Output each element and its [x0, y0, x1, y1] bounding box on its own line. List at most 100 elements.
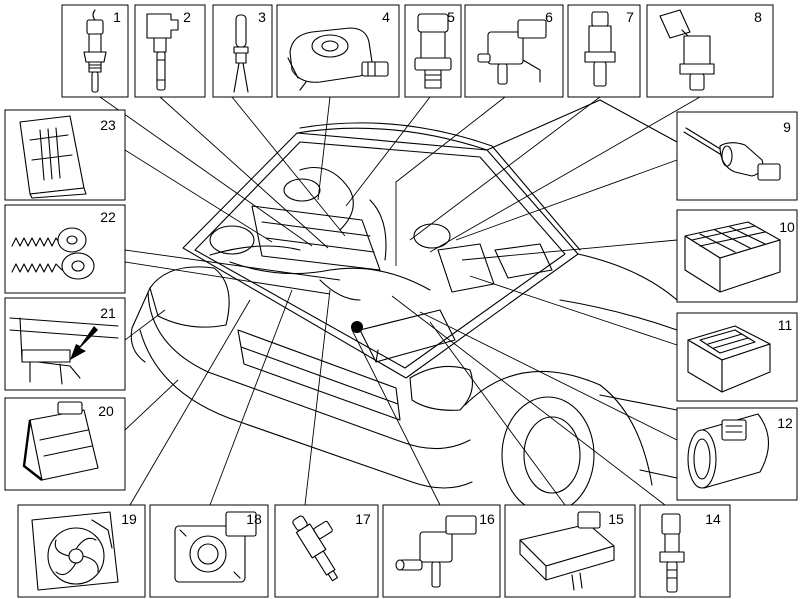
callout-box-8: 8 — [646, 4, 774, 98]
left-strut-tower — [209, 225, 255, 255]
intake-hoses — [299, 166, 387, 301]
callout-box-19: 19 — [17, 504, 146, 598]
callout-box-16: 16 — [382, 504, 501, 598]
battery — [437, 243, 495, 293]
callout-number-22: 22 — [100, 209, 116, 225]
leader-line-23 — [124, 149, 273, 243]
angled-sensor-icon — [659, 9, 715, 91]
engine-bay-inner-edge — [194, 141, 566, 369]
callout-number-3: 3 — [258, 9, 266, 25]
throttle-body-icon — [174, 511, 257, 583]
fuse-box-icon — [687, 325, 771, 393]
callout-number-15: 15 — [608, 511, 624, 527]
leader-line-20 — [124, 379, 179, 431]
leader-line-8 — [429, 96, 701, 253]
knock-sensor-icon — [11, 227, 87, 253]
callout-box-18: 18 — [149, 504, 269, 598]
callout-number-5: 5 — [447, 9, 455, 25]
callout-box-15: 15 — [504, 504, 636, 598]
leader-lines — [99, 96, 701, 506]
callout-box-21: 21 — [4, 297, 126, 391]
leader-line-14 — [391, 295, 666, 506]
temperature-sensor-icon — [83, 9, 107, 93]
callout-frame — [4, 297, 126, 391]
absolute-pressure-sensor-icon — [519, 511, 615, 591]
wiring-harness — [209, 245, 431, 291]
callout-number-20: 20 — [98, 403, 114, 419]
callout-number-10: 10 — [779, 219, 795, 235]
leader-line-1 — [99, 96, 313, 247]
sensor-leads-icon — [233, 14, 249, 93]
sender-unit-icon — [584, 11, 616, 87]
callout-number-11: 11 — [778, 317, 793, 333]
engine-detail-dark — [351, 321, 363, 333]
wheel-arch — [464, 370, 653, 486]
leader-line-11 — [469, 275, 678, 346]
callout-number-23: 23 — [100, 117, 116, 133]
callout-box-1: 1 — [61, 4, 129, 98]
leader-line-6 — [395, 96, 506, 266]
engine-control-unit-icon — [19, 115, 87, 199]
mounting-detail-icon — [9, 317, 119, 385]
callout-number-4: 4 — [382, 9, 390, 25]
leader-line-2 — [159, 96, 329, 249]
leader-line-15 — [429, 321, 566, 506]
engine-bay-outline — [182, 132, 579, 379]
callout-box-10: 10 — [676, 209, 798, 303]
callout-number-7: 7 — [626, 9, 634, 25]
callout-number-1: 1 — [113, 9, 121, 25]
callout-number-6: 6 — [545, 9, 553, 25]
leader-line-21 — [124, 309, 166, 341]
pressure-sensor-icon — [414, 13, 452, 89]
leader-line-18 — [209, 289, 293, 506]
right-strut-tower — [413, 223, 451, 249]
arrow-icon — [70, 326, 98, 360]
callout-box-2: 2 — [134, 4, 206, 98]
callout-box-5: 5 — [404, 4, 462, 98]
callout-box-22: 22 — [4, 204, 126, 294]
probe-sensor-icon — [683, 127, 781, 181]
solenoid-valve-icon — [477, 19, 547, 85]
callout-number-14: 14 — [705, 511, 721, 527]
callout-box-9: 9 — [676, 111, 798, 201]
ignition-coil-icon — [146, 13, 179, 91]
leader-line-19 — [129, 299, 251, 506]
callout-box-7: 7 — [567, 4, 641, 98]
callout-frame — [464, 4, 564, 98]
headlight-left — [149, 266, 230, 328]
leader-line-9 — [455, 159, 678, 241]
relay-box-icon — [684, 221, 781, 293]
air-mass-meter-icon — [687, 413, 770, 489]
windshield-base — [296, 127, 488, 151]
leader-line-16 — [351, 329, 441, 506]
callout-number-9: 9 — [783, 119, 791, 135]
headlight-right — [409, 365, 473, 411]
evap-solenoid-icon — [395, 515, 477, 588]
grille — [237, 329, 401, 421]
leader-line-4 — [317, 96, 331, 201]
leader-line-22b — [124, 261, 331, 295]
callout-number-12: 12 — [777, 415, 793, 431]
callout-frame — [274, 504, 379, 598]
air-filter-box — [359, 309, 456, 363]
left-body-edge — [130, 287, 151, 363]
leader-line-12 — [419, 311, 678, 441]
temperature-sender-icon — [659, 513, 685, 593]
leader-line-22a — [124, 249, 341, 281]
callout-frame — [639, 504, 731, 598]
callout-box-23: 23 — [4, 109, 126, 201]
cooling-fan-icon — [31, 511, 119, 591]
valve-cover — [251, 205, 381, 271]
control-module-icon — [22, 401, 99, 481]
a-pillar — [486, 99, 678, 151]
callout-box-17: 17 — [274, 504, 379, 598]
callout-number-18: 18 — [246, 511, 262, 527]
callout-box-11: 11 — [676, 312, 798, 402]
callout-number-16: 16 — [479, 511, 495, 527]
callout-box-3: 3 — [212, 4, 273, 98]
right-fender — [559, 253, 678, 331]
leader-line-7 — [409, 96, 601, 241]
side-body-line — [599, 394, 678, 479]
leader-line-5 — [345, 96, 431, 207]
